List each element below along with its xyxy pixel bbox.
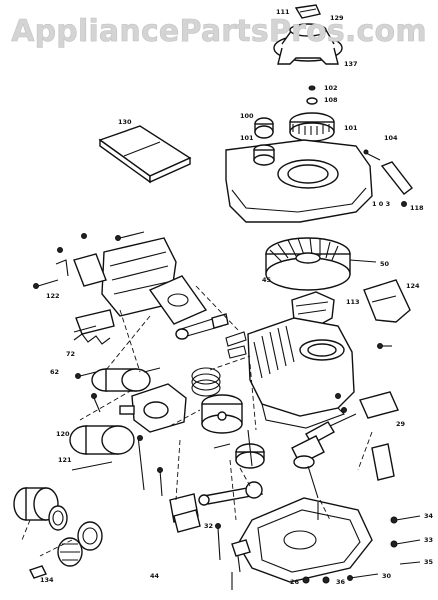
label-118: 118 xyxy=(410,204,424,212)
connecting-rod[interactable] xyxy=(198,481,264,506)
label-32: 32 xyxy=(204,522,213,530)
label-101-left: 101 xyxy=(240,134,254,142)
camshaft-gear[interactable] xyxy=(235,429,265,469)
label-134: 134 xyxy=(40,576,54,584)
label-129: 129 xyxy=(330,14,344,22)
engine-base-sump[interactable] xyxy=(237,497,373,583)
parts-tag[interactable] xyxy=(29,565,47,579)
blower-housing[interactable] xyxy=(225,139,373,223)
label-103: 1 0 3 xyxy=(372,200,390,208)
label-26: 26 xyxy=(290,578,300,586)
label-121: 121 xyxy=(58,456,72,464)
valve-train[interactable] xyxy=(175,313,247,359)
label-100: 100 xyxy=(240,112,254,120)
piston-rings[interactable] xyxy=(191,367,221,397)
label-36: 36 xyxy=(336,578,346,586)
ratchet-gear[interactable] xyxy=(289,112,335,142)
label-113: 113 xyxy=(346,298,360,306)
label-34: 34 xyxy=(424,512,434,520)
label-33: 33 xyxy=(424,536,433,544)
label-45: 45 xyxy=(262,276,272,284)
label-44: 44 xyxy=(150,572,160,580)
label-35: 35 xyxy=(424,558,434,566)
flywheel[interactable] xyxy=(265,237,377,291)
label-62: 62 xyxy=(50,368,59,376)
governor-spring[interactable] xyxy=(73,309,115,345)
small-pulley[interactable] xyxy=(254,117,274,139)
air-vane-bracket[interactable] xyxy=(363,279,411,323)
muffler[interactable] xyxy=(91,367,161,392)
label-102: 102 xyxy=(324,84,338,92)
engine-block[interactable] xyxy=(247,317,355,429)
label-72: 72 xyxy=(66,350,75,358)
label-104: 104 xyxy=(384,134,398,142)
air-filter-elements[interactable] xyxy=(13,487,103,567)
fasteners xyxy=(33,231,421,590)
label-111: 111 xyxy=(276,8,290,16)
label-137: 137 xyxy=(344,60,358,68)
label-101-right: 101 xyxy=(344,124,358,132)
head-gasket[interactable] xyxy=(148,275,208,325)
label-122: 122 xyxy=(46,292,60,300)
intake-gasket[interactable] xyxy=(169,493,201,533)
breaker-plate[interactable] xyxy=(359,391,399,481)
label-29: 29 xyxy=(396,420,406,428)
washer-set-top[interactable] xyxy=(306,85,318,105)
cylinder-head[interactable] xyxy=(55,233,177,317)
oil-fill-plug[interactable] xyxy=(231,539,251,573)
owners-manual[interactable] xyxy=(98,125,192,184)
watermark-text: AppliancePartsPros.com xyxy=(11,14,427,50)
piston[interactable] xyxy=(201,394,243,434)
carburetor[interactable] xyxy=(119,383,187,433)
crankshaft[interactable] xyxy=(291,413,357,499)
starter-cup-assembly[interactable] xyxy=(273,4,343,65)
label-108: 108 xyxy=(324,96,338,104)
part-number-labels: 111 129 137 102 108 130 100 101 101 104 … xyxy=(40,8,434,586)
fuel-hose[interactable] xyxy=(363,149,413,207)
label-130: 130 xyxy=(118,118,132,126)
callout-lines xyxy=(21,285,373,557)
label-30: 30 xyxy=(382,572,392,580)
label-124: 124 xyxy=(406,282,420,290)
label-120: 120 xyxy=(56,430,70,438)
air-cleaner[interactable] xyxy=(69,425,135,455)
label-50: 50 xyxy=(380,260,390,268)
